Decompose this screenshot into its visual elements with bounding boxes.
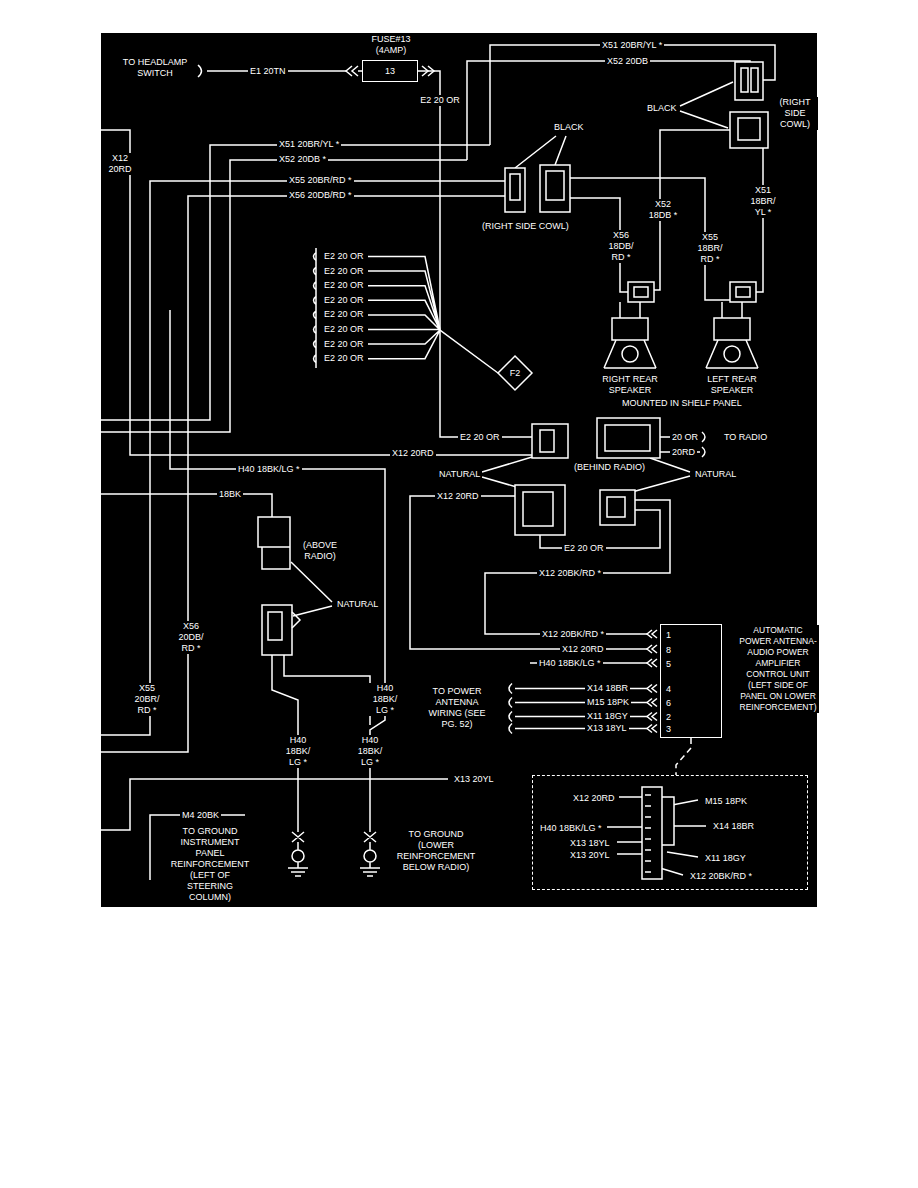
connector-pin xyxy=(292,612,651,872)
wire-label: X55 20BR/RD * xyxy=(287,175,354,186)
pin-label: 2 xyxy=(664,712,673,723)
wire-label: 20RD xyxy=(670,447,697,458)
pin-label: 4 xyxy=(664,684,673,695)
pin-label: X14 18BR xyxy=(711,821,756,832)
wire-label: (ABOVE RADIO) xyxy=(298,540,342,562)
splice-diamond: F2 xyxy=(498,356,532,390)
wire-label: M15 18PK xyxy=(585,697,631,708)
ground-symbol xyxy=(288,832,380,876)
pin-label: X13 20YL xyxy=(568,850,612,861)
wire-label: NATURAL xyxy=(693,469,738,480)
wire-label: (BEHIND RADIO) xyxy=(572,462,647,473)
wire-label: TO POWER ANTENNA WIRING (SEE PG. 52) xyxy=(426,686,488,730)
pin-label: AUTOMATIC POWER ANTENNA-AUDIO POWER AMPL… xyxy=(737,625,819,713)
wire-label: 18BK xyxy=(217,489,243,500)
wire-label: E2 20 OR xyxy=(322,324,366,335)
wire-label: H40 18BK/ LG * xyxy=(280,735,316,768)
pin-label: X12 20BK/RD * xyxy=(688,871,754,882)
wire-label: E2 20 OR xyxy=(418,95,462,106)
wire-label: (RIGHT SIDE COWL) xyxy=(772,97,818,130)
pin-label: FUSE#13 (4AMP) xyxy=(361,34,421,56)
wire-label: E2 20 OR xyxy=(458,432,502,443)
speaker-symbol xyxy=(612,318,750,340)
wire-label: X51 20BR/YL * xyxy=(277,139,341,150)
wire-label: E1 20TN xyxy=(248,66,288,77)
wire-label: TO GROUND (LOWER REINFORCEMENT BELOW RAD… xyxy=(393,829,479,873)
pin-label: X13 18YL xyxy=(568,838,612,849)
wire-label: X14 18BR xyxy=(585,683,630,694)
connector-view-box: X12 20RD M15 18PK H40 18BK/LG * X14 18BR X13… xyxy=(532,775,808,890)
wire-label: X52 18DB * xyxy=(644,199,682,221)
wire-label: X12 20RD xyxy=(103,153,137,175)
wire-label: (RIGHT SIDE COWL) xyxy=(480,221,571,232)
wire-label: E2 20 OR xyxy=(322,295,366,306)
wire-label: TO GROUND INSTRUMENT PANEL REINFORCEMENT… xyxy=(167,826,253,903)
fuse-box: FUSE#13 (4AMP)13 xyxy=(362,60,418,82)
wire-label: X52 20DB xyxy=(605,56,650,67)
terminal-chevron xyxy=(346,66,657,733)
wire-label: X13 18YL xyxy=(585,723,629,734)
wire-label: E2 20 OR xyxy=(322,266,366,277)
pin-label: X12 20RD xyxy=(571,793,617,804)
pin-label: 1 xyxy=(664,630,673,641)
pin-label: H40 18BK/LG * xyxy=(538,823,604,834)
wire-label: H40 18BK/ LG * xyxy=(367,683,403,716)
wire-label: NATURAL xyxy=(335,599,380,610)
wire-label: H40 18BK/LG * xyxy=(537,658,603,669)
wire-label: RIGHT REAR SPEAKER xyxy=(598,374,662,396)
pin-label: 3 xyxy=(664,724,673,735)
wire-label: E2 20 OR xyxy=(562,543,606,554)
wire-label: E2 20 OR xyxy=(322,309,366,320)
control-unit-box: 1854623AUTOMATIC POWER ANTENNA-AUDIO POW… xyxy=(660,624,722,738)
wire-label: X11 18GY xyxy=(585,711,630,722)
wire-label: X56 20DB/RD * xyxy=(287,190,354,201)
connector-symbol xyxy=(258,62,768,879)
wire-label: TO RADIO xyxy=(722,432,769,443)
wire-label: X12 20BK/RD * xyxy=(537,568,603,579)
wire-label: X55 20BR/ RD * xyxy=(130,683,164,716)
wire-label: X13 20YL xyxy=(452,774,496,785)
wire-label: X51 18BR/ YL * xyxy=(746,185,780,218)
node-label: F2 xyxy=(508,368,523,379)
pin-label: 8 xyxy=(664,645,673,656)
wire-label: X12 20RD xyxy=(390,448,436,459)
wire xyxy=(101,45,775,880)
node-label: 13 xyxy=(383,66,397,77)
wire-label: E2 20 OR xyxy=(322,251,366,262)
wire-label: E2 20 OR xyxy=(322,339,366,350)
wire-label: BLACK xyxy=(552,122,586,133)
wire-connector xyxy=(676,738,691,775)
wire-label: H40 18BK/ LG * xyxy=(352,735,388,768)
wire-label: MOUNTED IN SHELF PANEL xyxy=(620,398,744,409)
pin-label: 5 xyxy=(664,659,673,670)
wire-label: X56 18DB/ RD * xyxy=(604,230,638,263)
wire-label: NATURAL xyxy=(437,469,482,480)
pin-label: 6 xyxy=(664,698,673,709)
wire-label: M4 20BK xyxy=(180,810,221,821)
wire-label: X55 18BR/ RD * xyxy=(693,232,727,265)
wire-label: TO HEADLAMP SWITCH xyxy=(119,57,191,79)
wire-label: H40 18BK/LG * xyxy=(236,464,302,475)
wire-label: LEFT REAR SPEAKER xyxy=(700,374,764,396)
wire-label: X51 20BR/YL * xyxy=(600,40,664,51)
pin-label: M15 18PK xyxy=(703,796,749,807)
wire-label: E2 20 OR xyxy=(322,280,366,291)
wire-label: X12 20RD xyxy=(560,644,606,655)
wire-label: X12 20BK/RD * xyxy=(540,629,606,640)
wire-label: X56 20DB/ RD * xyxy=(174,621,208,654)
wire-label: X12 20RD xyxy=(435,491,481,502)
wire-label: E2 20 OR xyxy=(322,353,366,364)
diamond-outline xyxy=(498,356,532,390)
pin-label: X11 18GY xyxy=(703,853,748,864)
black-panel xyxy=(101,33,817,907)
wire-label: BLACK xyxy=(645,103,679,114)
wire-label: 20 OR xyxy=(670,432,700,443)
speaker-symbol xyxy=(604,302,758,368)
wire-label: X52 20DB * xyxy=(277,154,328,165)
